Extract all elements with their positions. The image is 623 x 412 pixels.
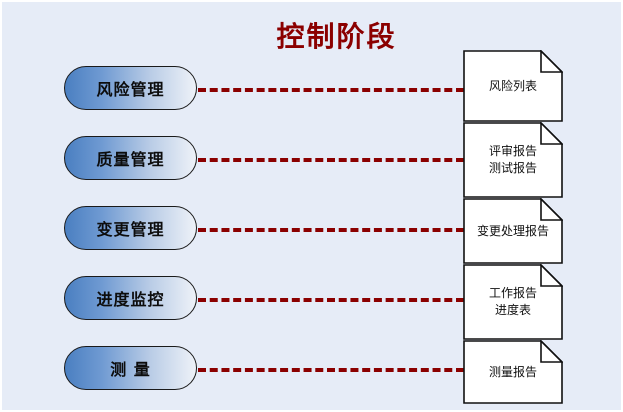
document-label: 变更处理报告: [477, 223, 549, 240]
document-review-test-report[interactable]: 评审报告 测试报告: [463, 122, 563, 198]
page-title: 控制阶段: [2, 20, 621, 54]
document-label-line: 变更处理报告: [476, 223, 549, 238]
document-label: 测量报告: [489, 364, 537, 381]
document-label-line: 风险列表: [488, 78, 537, 93]
connector-progress: [198, 298, 464, 302]
document-label-line: 评审报告: [488, 144, 537, 158]
document-risk-list[interactable]: 风险列表: [463, 50, 563, 122]
document-label-line: 测试报告: [488, 161, 537, 175]
document-label-line: 测量报告: [488, 364, 537, 379]
document-label: 工作报告 进度表: [489, 285, 537, 319]
document-shape-icon: [463, 122, 563, 198]
connector-risk: [198, 88, 464, 92]
process-box-measure[interactable]: 测 量: [64, 346, 197, 390]
connector-measure: [198, 368, 464, 372]
document-shape-icon: [463, 264, 563, 340]
process-box-label: 进度监控: [96, 290, 165, 309]
document-change-report[interactable]: 变更处理报告: [463, 198, 563, 264]
document-measure-report[interactable]: 测量报告: [463, 340, 563, 404]
connector-change: [198, 228, 464, 232]
process-box-label: 变更管理: [96, 220, 165, 239]
process-box-progress[interactable]: 进度监控: [64, 276, 197, 320]
document-shape-icon: [463, 340, 563, 404]
process-box-label: 质量管理: [96, 150, 165, 169]
document-shape-icon: [463, 50, 563, 122]
process-box-label: 测 量: [110, 360, 151, 379]
document-label-line: 进度表: [494, 303, 531, 317]
document-label: 风险列表: [489, 78, 537, 95]
document-label: 评审报告 测试报告: [489, 143, 537, 177]
process-box-change[interactable]: 变更管理: [64, 206, 197, 250]
document-label-line: 工作报告: [488, 286, 537, 300]
document-shape-icon: [463, 198, 563, 264]
process-box-risk[interactable]: 风险管理: [64, 66, 197, 110]
document-work-report-schedule[interactable]: 工作报告 进度表: [463, 264, 563, 340]
process-box-quality[interactable]: 质量管理: [64, 136, 197, 180]
connector-quality: [198, 158, 464, 162]
page-title-text: 控制阶段: [276, 20, 397, 53]
process-box-label: 风险管理: [96, 80, 165, 99]
